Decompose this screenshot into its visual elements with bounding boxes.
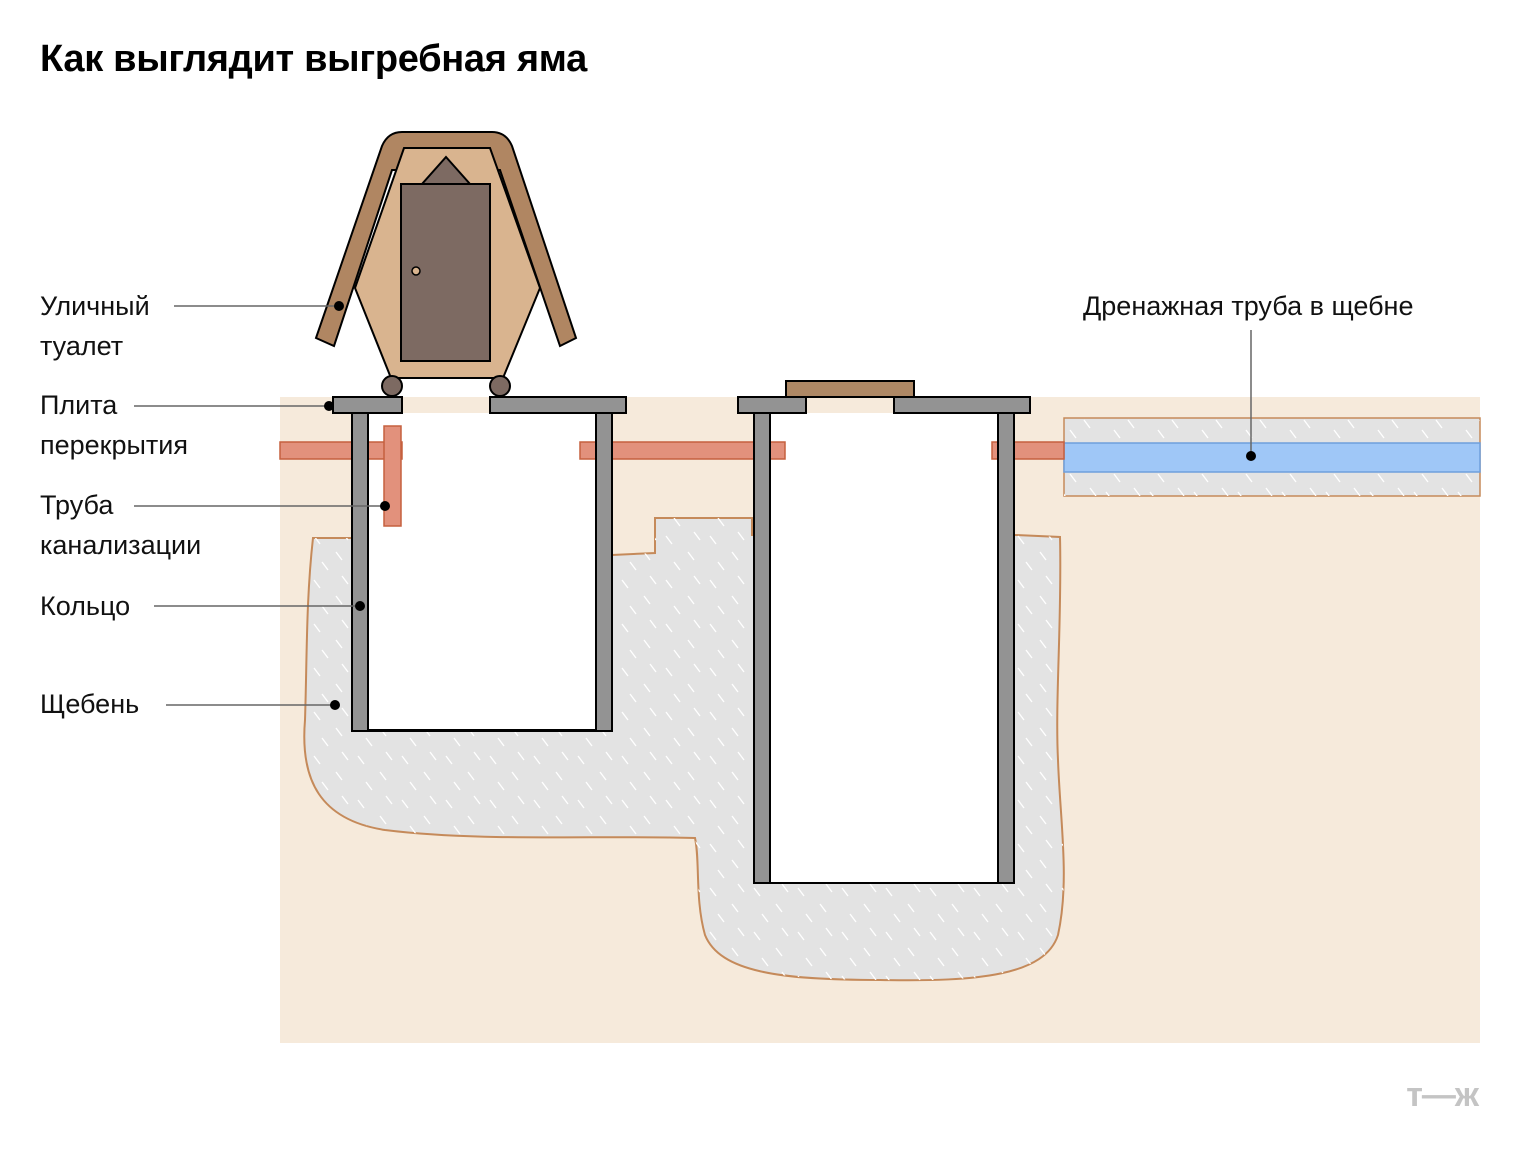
label-ring: Кольцо <box>40 586 130 626</box>
pit-2-interior <box>770 413 998 883</box>
pit-1-wall-left <box>351 412 369 732</box>
sewer-pipe-inlet <box>279 441 353 460</box>
label-pipe: Труба канализации <box>40 485 201 565</box>
page-title: Как выглядит выгребная яма <box>40 38 587 80</box>
pit-2-wall-right <box>997 412 1015 884</box>
label-pipe-line-2: канализации <box>40 530 202 560</box>
label-toilet-line-1: Уличный <box>40 291 150 321</box>
pit-1-interior <box>368 413 596 731</box>
sewer-pipe-tee-v <box>383 425 402 527</box>
label-ring-line-1: Кольцо <box>40 591 131 621</box>
pit-2-slab-left <box>737 396 807 414</box>
label-toilet: Уличный туалет <box>40 286 150 366</box>
pit-1-slab-left <box>332 396 403 414</box>
label-slab-line-2: перекрытия <box>40 430 188 460</box>
label-pipe-line-1: Труба <box>40 490 114 520</box>
label-toilet-line-2: туалет <box>40 331 124 361</box>
pit-1-wall-right <box>595 412 613 732</box>
label-drain-line-1: Дренажная труба в щебне <box>1083 291 1414 321</box>
label-slab-line-1: Плита <box>40 390 118 420</box>
label-gravel-line-1: Щебень <box>40 689 140 719</box>
label-gravel: Щебень <box>40 684 139 724</box>
pit-1-slab-right <box>489 396 627 414</box>
watermark-logo: т—ж <box>1406 1076 1479 1114</box>
pit-2-wall-left <box>753 412 771 884</box>
hatch-cover <box>785 380 915 398</box>
outdoor-toilet-icon <box>314 131 578 397</box>
label-drain: Дренажная труба в щебне <box>1083 286 1413 326</box>
sewer-pipe-overflow <box>579 441 786 460</box>
pit-2-slab-right <box>893 396 1031 414</box>
drain-pipe <box>1063 442 1481 473</box>
label-slab: Плита перекрытия <box>40 385 188 465</box>
